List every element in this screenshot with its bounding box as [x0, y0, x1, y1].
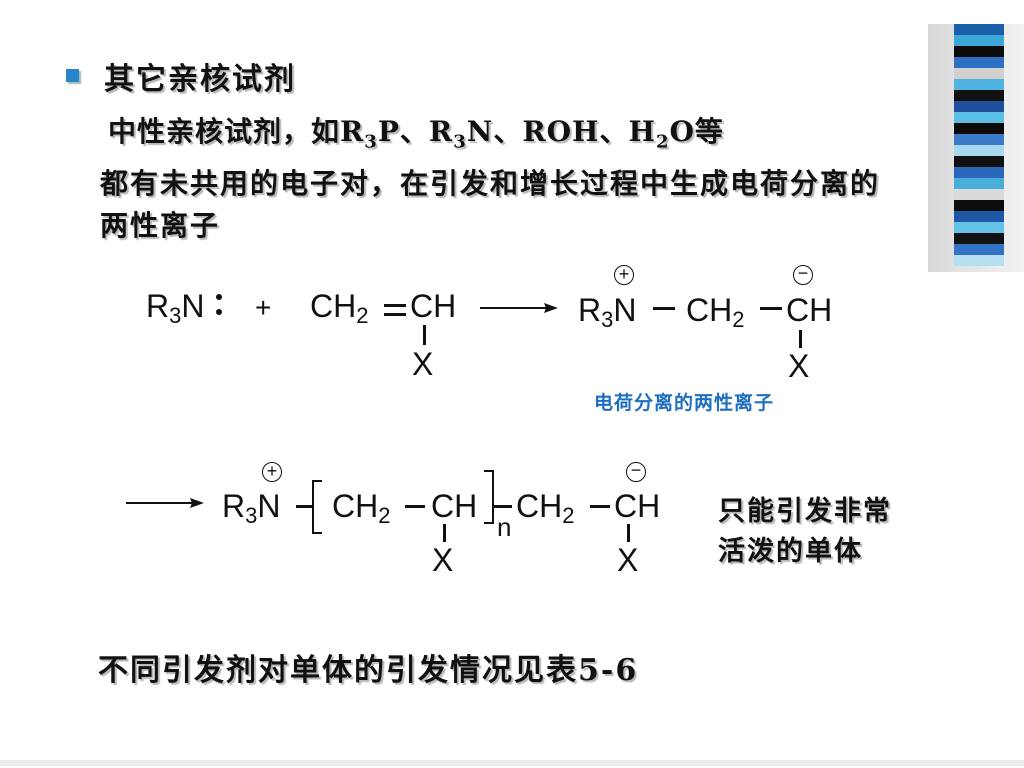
- stripe: [954, 222, 1004, 233]
- monomer-note: 只能引发非常 活泼的单体: [718, 492, 892, 572]
- single-bond: [494, 505, 512, 508]
- lone-pair-dot: [216, 294, 222, 300]
- separator: 、: [599, 115, 629, 148]
- chain-ch: CH: [431, 488, 478, 524]
- left-bracket: [312, 480, 322, 534]
- single-bond: [296, 505, 314, 508]
- chain-ch2: CH2: [332, 488, 391, 528]
- separator: 、: [399, 115, 429, 148]
- stripe: [954, 189, 1004, 200]
- chain-end-ch2: CH2: [516, 488, 575, 528]
- stripe: [954, 233, 1004, 244]
- product-ch: CH: [786, 292, 833, 328]
- table-reference: 不同引发剂对单体的引发情况见表5-6: [98, 653, 639, 688]
- stripe: [954, 156, 1004, 167]
- stripe: [954, 123, 1004, 134]
- stripe: [954, 79, 1004, 90]
- double-bond-line: [384, 313, 406, 316]
- single-bond: [590, 505, 610, 508]
- reaction-arrow: [480, 303, 558, 313]
- stripe: [954, 46, 1004, 57]
- positive-charge-icon: +: [262, 462, 282, 482]
- chain-end-x: X: [617, 542, 639, 578]
- separator: 、: [493, 115, 523, 148]
- negative-charge-icon: −: [793, 264, 813, 285]
- bottom-divider: [0, 760, 1024, 766]
- stripe: [954, 244, 1004, 255]
- plus-sign: +: [255, 292, 272, 323]
- stripe: [954, 211, 1004, 222]
- bullet-square-icon: [66, 69, 79, 82]
- reactant-r3n: R3N: [146, 288, 205, 328]
- formula-r3p: R3P: [340, 115, 400, 153]
- bond-vertical: [799, 330, 802, 348]
- stripe: [954, 255, 1004, 266]
- single-bond: [405, 505, 425, 508]
- positive-charge-icon: +: [614, 265, 634, 285]
- decorative-stripe-banner: [928, 24, 1024, 272]
- slide-heading: 其它亲核试剂: [104, 62, 296, 97]
- stripe: [954, 134, 1004, 145]
- zwitterion-label: 电荷分离的两性离子: [594, 392, 775, 414]
- monomer-ch2: CH2: [310, 288, 369, 328]
- stripe: [954, 200, 1004, 211]
- product-ch2: CH2: [686, 292, 745, 332]
- line1-prefix: 中性亲核试剂，如: [108, 115, 341, 148]
- formula-roh: ROH: [522, 115, 600, 148]
- stripe: [954, 68, 1004, 79]
- right-bracket: [484, 470, 494, 524]
- monomer-ch: CH: [410, 288, 457, 324]
- formula-h2o: H2O: [628, 115, 695, 153]
- single-bond: [653, 307, 675, 310]
- chain-r3n: R3N: [222, 488, 281, 528]
- neutral-nucleophiles-line: 中性亲核试剂，如R3P、R3N、ROH、H2O等: [108, 110, 724, 153]
- substituent-x: X: [412, 346, 434, 382]
- stripe: [954, 112, 1004, 123]
- stripe: [954, 57, 1004, 68]
- reaction-arrow: [126, 498, 204, 508]
- chain-x: X: [432, 542, 454, 578]
- bond-vertical: [627, 524, 630, 542]
- product-r3n: R3N: [578, 292, 637, 332]
- double-bond-line: [384, 304, 406, 307]
- stripe: [954, 167, 1004, 178]
- description-paragraph: 都有未共用的电子对，在引发和增长过程中生成电荷分离的两性离子: [100, 167, 881, 242]
- stripe: [954, 145, 1004, 156]
- bond-vertical: [423, 325, 426, 345]
- negative-charge-icon: −: [626, 461, 646, 482]
- chain-end-ch: CH: [614, 488, 661, 524]
- note-line: 活泼的单体: [718, 536, 863, 567]
- formula-r3n: R3N: [428, 115, 494, 153]
- stripe-pattern: [954, 24, 1004, 272]
- single-bond: [760, 307, 782, 310]
- stripe: [954, 101, 1004, 112]
- line1-suffix: 等: [694, 115, 724, 148]
- repeat-count-n: n: [497, 512, 512, 542]
- stripe: [954, 24, 1004, 35]
- product-x: X: [788, 348, 810, 384]
- stripe: [954, 178, 1004, 189]
- note-line: 只能引发非常: [718, 496, 892, 527]
- lone-pair-dot: [216, 309, 222, 315]
- stripe: [954, 35, 1004, 46]
- stripe: [954, 90, 1004, 101]
- bond-vertical: [443, 524, 446, 542]
